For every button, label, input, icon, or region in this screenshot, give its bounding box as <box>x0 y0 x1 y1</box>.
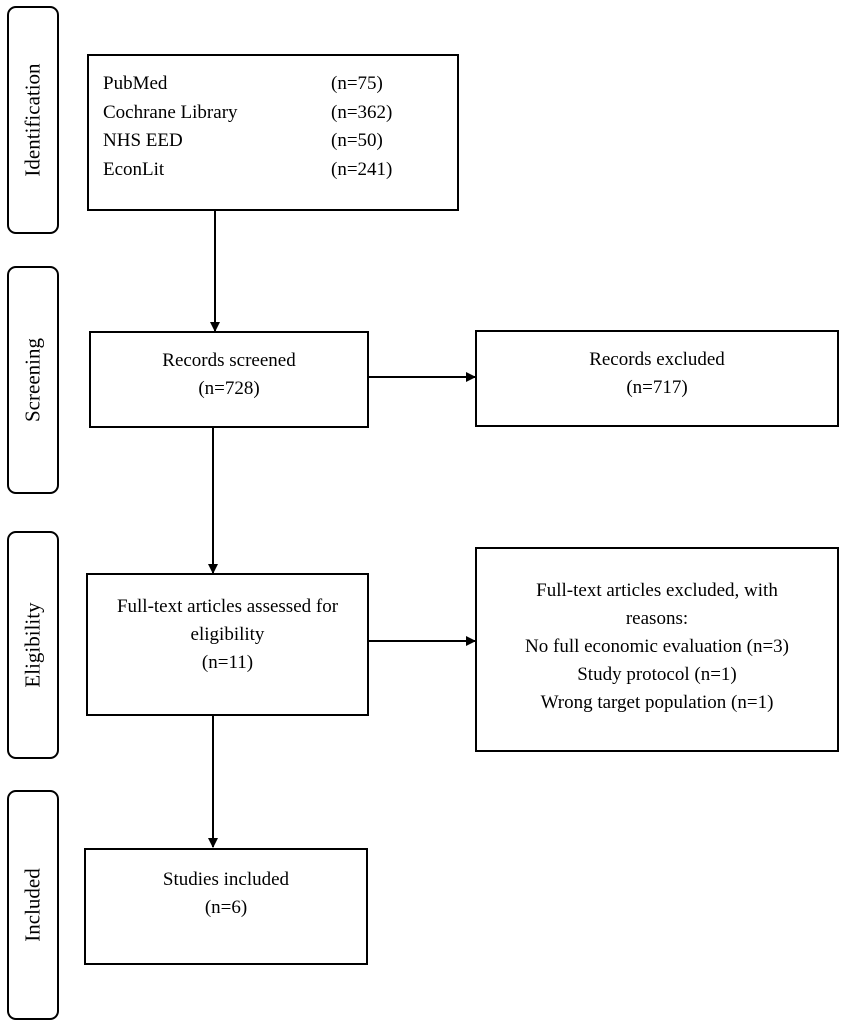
phase-included: Included <box>7 790 59 1020</box>
source-name: NHS EED <box>103 130 183 151</box>
source-row: NHS EED (n=50) <box>103 127 457 156</box>
records-excluded-box: Records excluded (n=717) <box>475 330 839 427</box>
exclusion-reason: Wrong target population (n=1) <box>540 692 774 713</box>
source-count: (n=362) <box>331 101 393 123</box>
phase-identification: Identification <box>7 6 59 234</box>
source-row: Cochrane Library (n=362) <box>103 99 457 128</box>
source-name: Cochrane Library <box>103 101 238 123</box>
records-excluded-label: Records excluded <box>589 349 725 370</box>
fulltext-excluded-heading-line1: Full-text articles excluded, with <box>536 580 778 601</box>
fulltext-excluded-heading-line2: reasons: <box>625 608 689 629</box>
fulltext-assessed-label-line1: Full-text articles assessed for <box>116 596 339 617</box>
records-excluded-count: (n=717) <box>626 377 688 398</box>
studies-included-count: (n=6) <box>204 897 248 918</box>
fulltext-assessed-count: (n=11) <box>201 652 254 673</box>
source-row: PubMed (n=75) <box>103 70 457 99</box>
records-screened-count: (n=728) <box>198 378 260 399</box>
phase-eligibility: Eligibility <box>7 531 59 759</box>
studies-included-box: Studies included (n=6) <box>84 848 368 965</box>
fulltext-assessed-label-line2: eligibility <box>190 624 265 645</box>
source-count: (n=50) <box>331 130 383 151</box>
fulltext-assessed-box: Full-text articles assessed for eligibil… <box>86 573 369 716</box>
source-count: (n=241) <box>331 158 393 180</box>
source-count: (n=75) <box>331 73 383 94</box>
sources-box: PubMed (n=75) Cochrane Library (n=362) N… <box>87 54 459 211</box>
source-name: EconLit <box>103 158 165 180</box>
records-screened-label: Records screened <box>162 350 296 371</box>
source-name: PubMed <box>103 73 168 94</box>
studies-included-label: Studies included <box>162 869 290 890</box>
exclusion-reason: No full economic evaluation (n=3) <box>525 636 789 657</box>
source-row: EconLit (n=241) <box>103 156 457 185</box>
exclusion-reason: Study protocol (n=1) <box>577 664 737 685</box>
fulltext-excluded-box: Full-text articles excluded, with reason… <box>475 547 839 752</box>
phase-screening: Screening <box>7 266 59 494</box>
records-screened-box: Records screened (n=728) <box>89 331 369 428</box>
